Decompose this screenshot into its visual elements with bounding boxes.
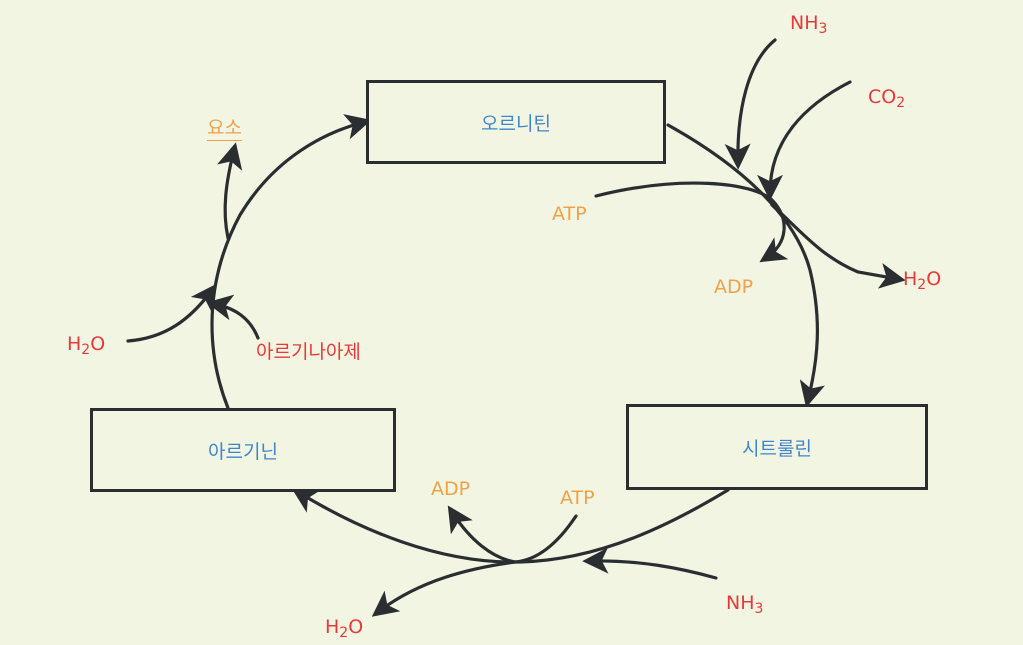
arginase-label: 아르기나아제 — [256, 341, 361, 363]
h2o-left-label: H2O — [67, 333, 106, 358]
h2o-bottom-label: H2O — [325, 616, 364, 641]
atp-bottom-label: ATP — [560, 487, 595, 509]
urea-label: 요소 — [207, 117, 242, 141]
arrow-h2o-out-right — [770, 203, 906, 289]
citrulline-label: 시트룰린 — [742, 437, 812, 460]
arrow-atp-to-adp-top — [594, 181, 789, 263]
h2o-right-label: H2O — [903, 268, 942, 293]
atp-top-label: ATP — [552, 203, 587, 225]
adp-top-label: ADP — [714, 276, 754, 298]
arrow-co2-in — [757, 80, 852, 201]
adp-bottom-label: ADP — [431, 478, 471, 500]
arc-ornithine-to-citrulline — [666, 123, 826, 408]
nh3-top-label: NH3 — [790, 12, 828, 37]
arrow-atp-to-adp-bottom — [447, 505, 578, 564]
ornithine-label: 오르니틴 — [481, 112, 551, 135]
arrow-urea-out — [216, 142, 243, 240]
arginine-box: 아르기닌 — [90, 408, 396, 492]
ornithine-box: 오르니틴 — [366, 80, 666, 164]
arrow-h2o-in-left — [126, 283, 217, 343]
arrow-nh3-in-bottom — [582, 547, 718, 580]
arginine-label: 아르기닌 — [208, 440, 278, 463]
nh3-bottom-label: NH3 — [726, 592, 764, 617]
co2-label: CO2 — [868, 86, 906, 111]
arrow-nh3-in-top — [724, 38, 777, 170]
arrow-arginase — [206, 294, 260, 340]
arc-citrulline-to-arginine — [291, 487, 730, 564]
arc-arginine-to-ornithine — [210, 114, 372, 410]
citrulline-box: 시트룰린 — [626, 404, 928, 490]
arrow-h2o-out-bottom — [371, 560, 517, 617]
